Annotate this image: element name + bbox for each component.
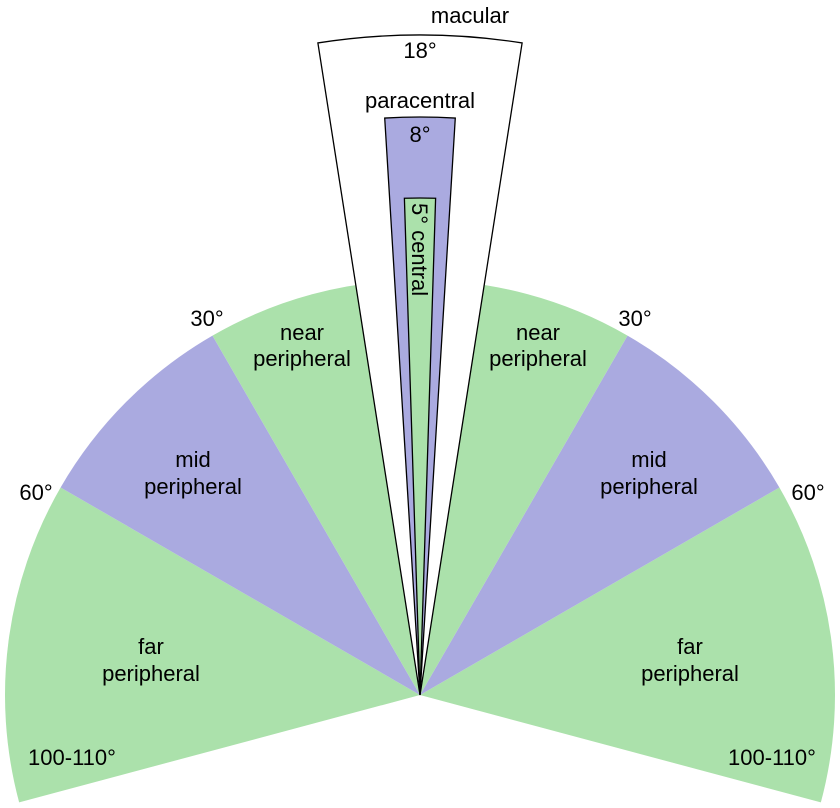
- mid-right-1: mid: [631, 447, 666, 472]
- central-label: 5° central: [407, 203, 432, 296]
- sector-central: [403, 197, 437, 696]
- macular-deg: 18°: [403, 38, 436, 63]
- far-left-2: peripheral: [102, 661, 200, 686]
- near-right-2: peripheral: [489, 346, 587, 371]
- macular-label: macular: [431, 3, 509, 28]
- label-30-right: 30°: [618, 306, 651, 331]
- sector-mid-peripheral-right: [420, 335, 780, 695]
- sector-near-peripheral-right: [420, 280, 628, 695]
- near-left-2: peripheral: [253, 346, 351, 371]
- label-60-right: 60°: [791, 480, 824, 505]
- mid-left-1: mid: [175, 447, 210, 472]
- sector-mid-peripheral-left: [60, 335, 420, 695]
- label-100-left: 100-110°: [28, 745, 116, 770]
- far-right-1: far: [677, 634, 703, 659]
- mid-left-2: peripheral: [144, 474, 242, 499]
- label-100-right: 100-110°: [728, 745, 816, 770]
- far-left-1: far: [138, 634, 164, 659]
- sector-far-peripheral-left: [5, 487, 421, 803]
- near-left-1: near: [280, 320, 324, 345]
- mid-right-2: peripheral: [600, 474, 698, 499]
- sector-far-peripheral-right: [420, 487, 835, 803]
- sector-near-peripheral-left: [212, 280, 420, 695]
- paracentral-deg: 8°: [409, 122, 430, 147]
- far-right-2: peripheral: [641, 661, 739, 686]
- label-30-left: 30°: [190, 306, 223, 331]
- label-60-left: 60°: [19, 480, 52, 505]
- paracentral-label: paracentral: [365, 88, 475, 113]
- near-right-1: near: [516, 320, 560, 345]
